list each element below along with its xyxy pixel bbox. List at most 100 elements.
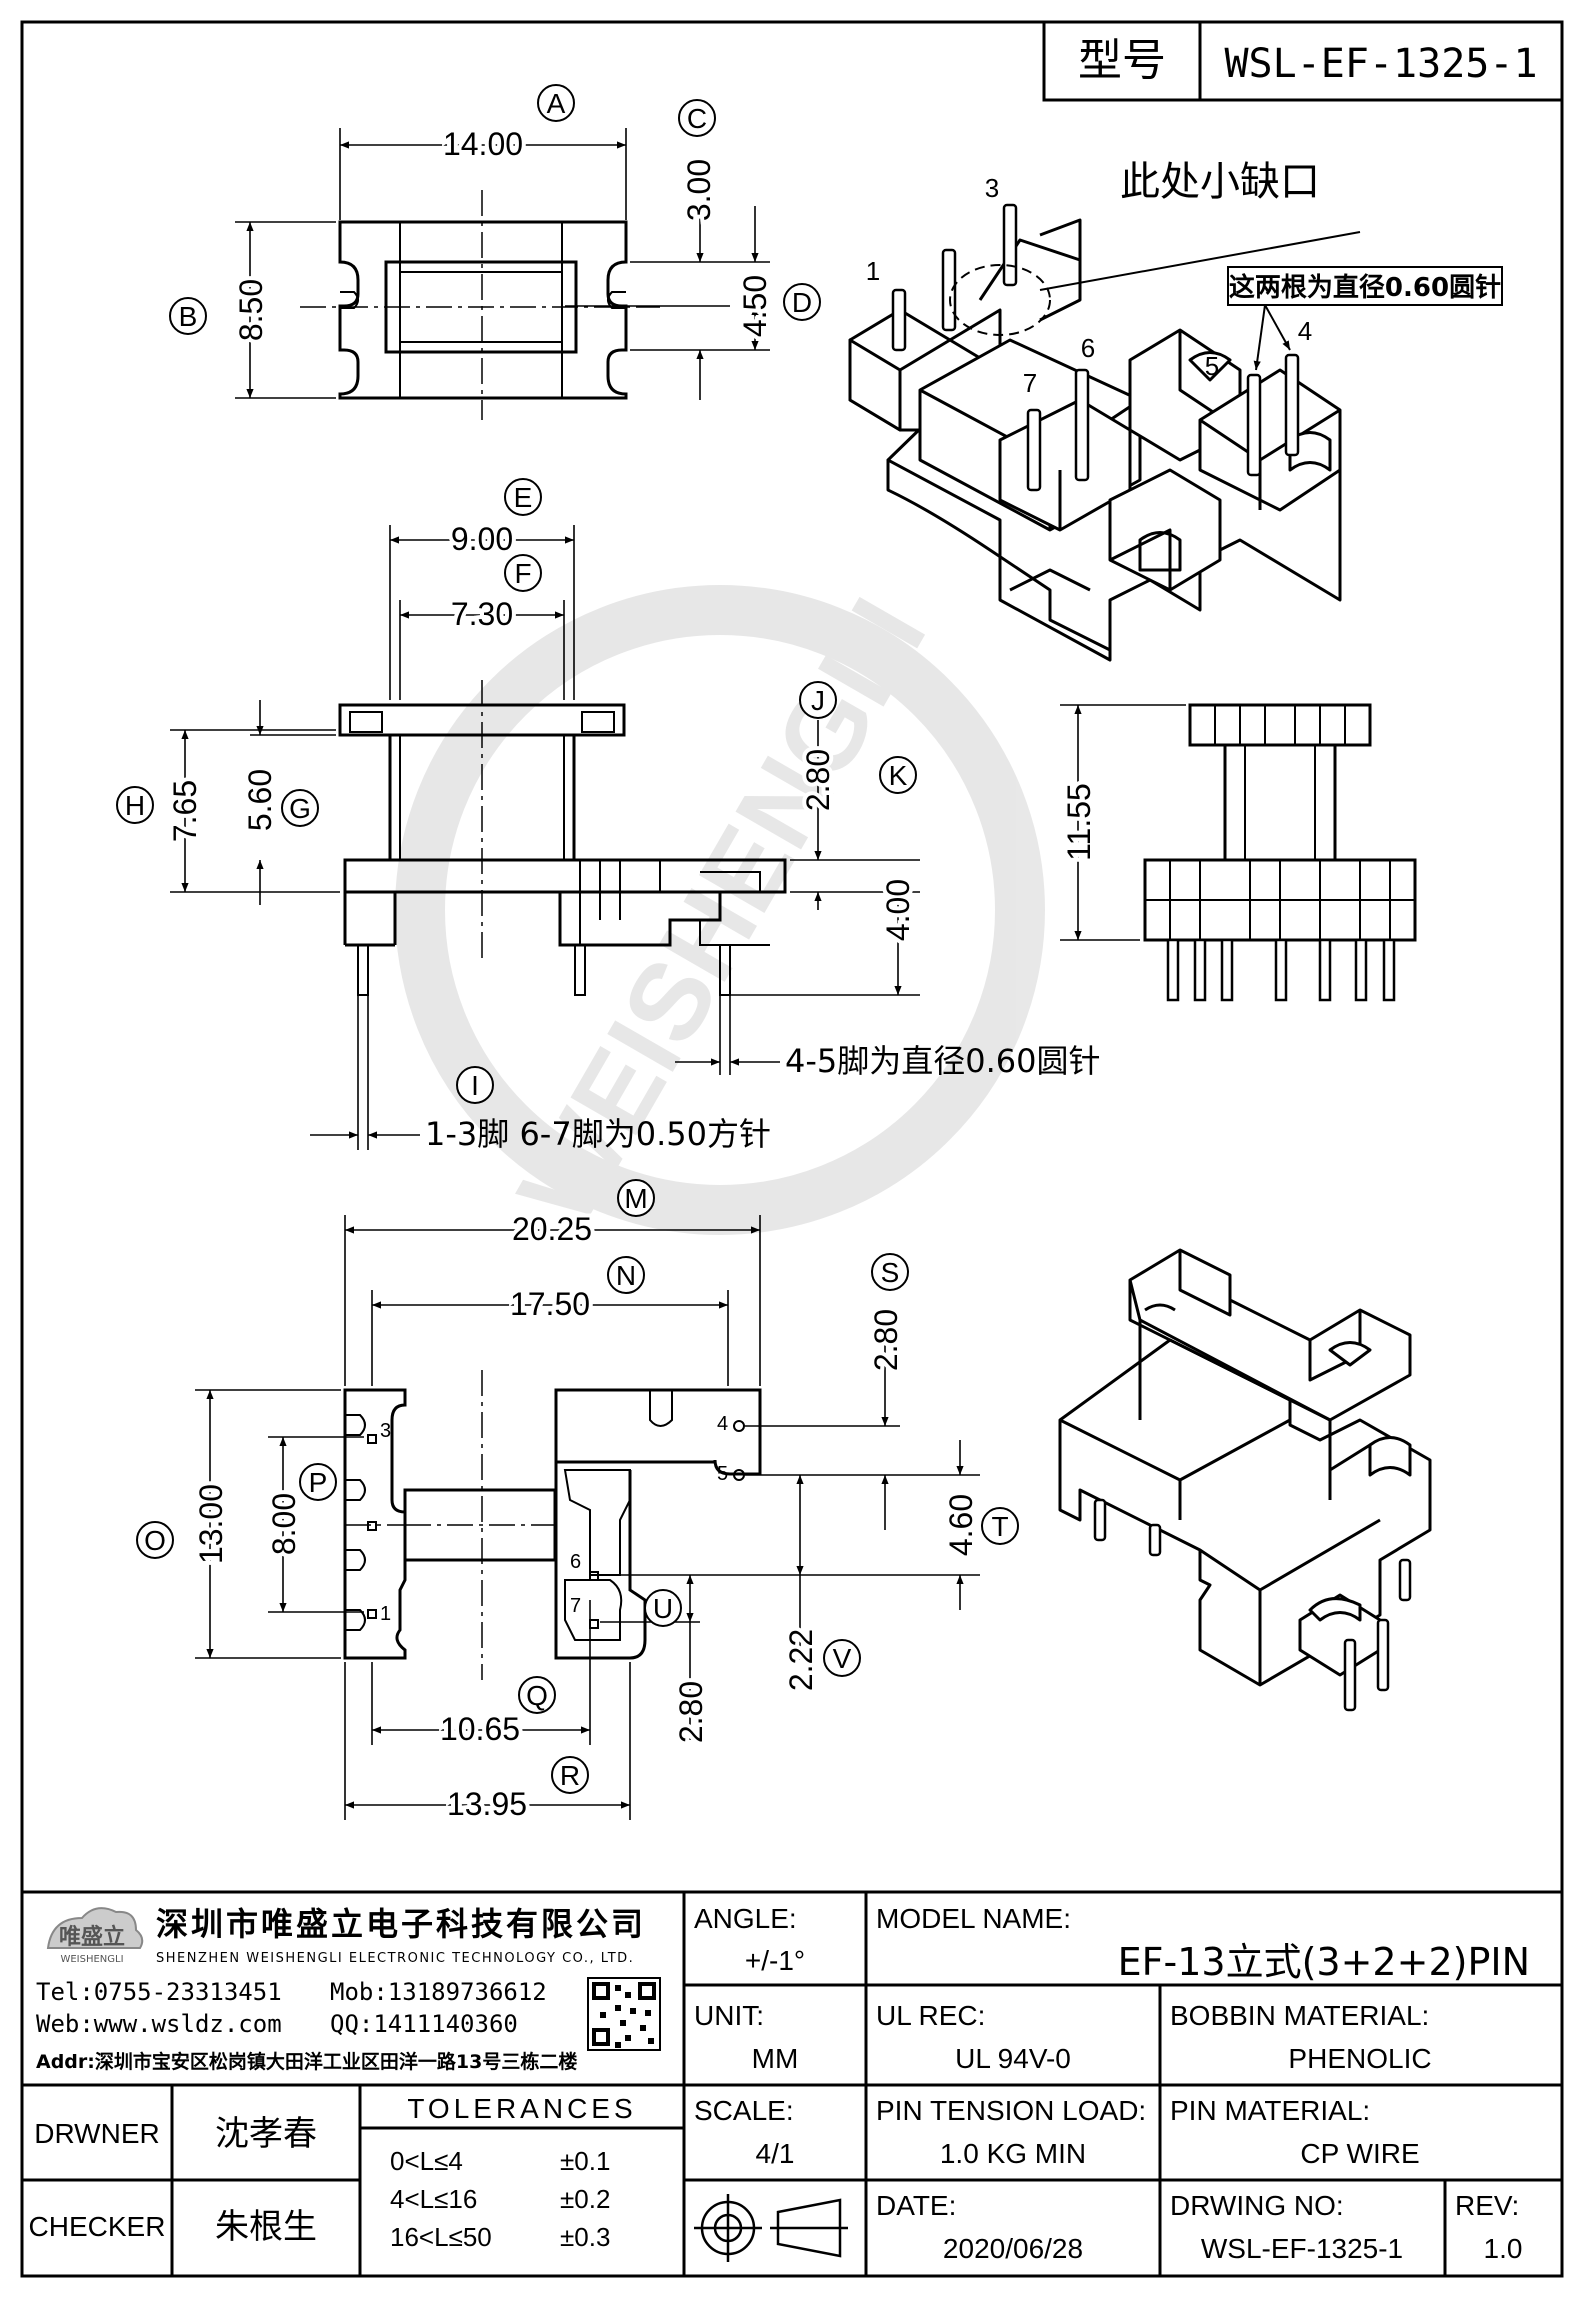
dim-height-value: 11.55	[1061, 783, 1097, 861]
model-name-value: EF-13立式(3+2+2)PIN	[1118, 1940, 1530, 1984]
dim-a-value: 14.00	[443, 126, 523, 162]
top-view-callouts: A C B D	[169, 84, 821, 335]
model-header: 型号 WSL-EF-1325-1	[1042, 20, 1564, 102]
type-label: 型号	[1078, 35, 1166, 86]
company-qq: QQ:1411140360	[330, 2010, 518, 2038]
pin-material-label: PIN MATERIAL:	[1170, 2095, 1370, 2126]
front-view-callouts: E F H G J K I	[116, 478, 917, 1104]
tol-range-3: 16<L≤50	[390, 2222, 492, 2252]
angle-value: +/-1°	[745, 1945, 805, 1976]
company-web: Web:www.wsldz.com	[36, 2010, 282, 2038]
callout-f: F	[504, 554, 542, 592]
top-view	[300, 190, 660, 420]
iso-pin-1: 1	[866, 256, 880, 286]
logo-cn: 唯盛立	[59, 1924, 125, 1950]
svg-text:D: D	[792, 287, 812, 318]
pin-tension-value: 1.0 KG MIN	[940, 2138, 1086, 2169]
unit-value: MM	[752, 2043, 799, 2074]
checker-name: 朱根生	[215, 2207, 317, 2247]
dim-q-value: 10.65	[440, 1711, 520, 1747]
rev-value: 1.0	[1484, 2233, 1523, 2264]
company-name-cn: 深圳市唯盛立电子科技有限公司	[156, 1905, 646, 1943]
bottom-pin-7: 7	[570, 1595, 581, 1617]
ul-rec-label: UL REC:	[876, 2000, 985, 2031]
dim-k-value: 4.00	[880, 879, 916, 941]
company-mob: Mob:13189736612	[330, 1978, 547, 2006]
tol-range-2: 4<L≤16	[390, 2184, 477, 2214]
side-view-dimensions	[1060, 704, 1186, 941]
callout-p: P	[299, 1463, 337, 1501]
dim-j-value: 2.80	[800, 749, 836, 811]
title-block-fields: ANGLE: +/-1° MODEL NAME: EF-13立式(3+2+2)P…	[29, 1903, 1530, 2264]
pin-material-value: CP WIRE	[1300, 2138, 1419, 2169]
bottom-view	[343, 1370, 762, 1680]
svg-text:M: M	[624, 1183, 647, 1214]
dim-s-value: 2.80	[868, 1309, 904, 1371]
bottom-pin-1: 1	[380, 1603, 391, 1625]
dim-d-value: 4.50	[737, 275, 773, 337]
callout-j: J	[799, 681, 837, 719]
date-value: 2020/06/28	[943, 2233, 1083, 2264]
dim-f-value: 7.30	[451, 596, 513, 632]
ul-rec-value: UL 94V-0	[955, 2043, 1071, 2074]
square-pin-callout: 1-3脚 6-7脚为0.50方针	[425, 1115, 771, 1153]
logo-en: WEISHENGLI	[60, 1954, 123, 1965]
callout-i: I	[456, 1066, 494, 1104]
front-view-labels: 9.00 7.30 7.65 5.60 2.80 4.00 4-5脚为直径0.6…	[163, 517, 1101, 1153]
drawer-label: DRWNER	[34, 2118, 159, 2149]
callout-o: O	[136, 1521, 174, 1559]
bottom-view-dimensions	[195, 1215, 980, 1820]
tol-range-1: 0<L≤4	[390, 2146, 463, 2176]
drawing-no-label: DRWING NO:	[1170, 2190, 1344, 2221]
dim-r-value: 13.95	[447, 1786, 527, 1822]
top-view-dimensions	[235, 128, 770, 400]
dim-u-value: 2.80	[673, 1681, 709, 1743]
dim-g-value: 5.60	[242, 769, 278, 831]
iso-pin-6: 6	[1081, 333, 1095, 363]
dim-c-value: 3.00	[681, 159, 717, 221]
projection-symbol-icon	[694, 2194, 848, 2262]
iso-view-top	[848, 218, 1342, 662]
iso-pin-5: 5	[1205, 351, 1219, 381]
iso-view-top-annotations: 此处小缺口 这两根为直径0.60圆针 1 3 4 5 6 7	[866, 159, 1503, 398]
unit-label: UNIT:	[694, 2000, 764, 2031]
callout-n: N	[607, 1256, 645, 1294]
checker-label: CHECKER	[29, 2211, 166, 2242]
svg-text:F: F	[514, 558, 531, 589]
svg-text:H: H	[125, 790, 145, 821]
iso-view-bottom	[1058, 1248, 1432, 1687]
sheet-border	[20, 20, 1564, 2278]
iso-pin-4: 4	[1298, 316, 1312, 346]
angle-label: ANGLE:	[694, 1903, 797, 1934]
svg-text:N: N	[616, 1260, 636, 1291]
top-view-labels: 14.00 8.50 3.00 4.50	[229, 122, 777, 345]
tol-value-1: ±0.1	[560, 2146, 610, 2176]
iso-view-bottom-pins	[1093, 1498, 1412, 1712]
bottom-pin-6: 6	[570, 1551, 581, 1573]
svg-text:U: U	[653, 1593, 673, 1624]
front-view-dimensions	[170, 525, 920, 1150]
bottom-view-labels: 20.25 17.50 13.00 8.00 2.80 4.60 2.80 2.…	[189, 1207, 983, 1826]
dim-p-value: 8.00	[266, 1493, 302, 1555]
svg-text:Q: Q	[526, 1680, 548, 1711]
date-label: DATE:	[876, 2190, 956, 2221]
svg-text:T: T	[991, 1511, 1008, 1542]
callout-q: Q	[518, 1676, 556, 1714]
scale-label: SCALE:	[694, 2095, 794, 2126]
svg-text:G: G	[289, 793, 311, 824]
bobbin-material-value: PHENOLIC	[1288, 2043, 1431, 2074]
callout-d: D	[783, 283, 821, 321]
callout-a: A	[537, 84, 575, 122]
round-pin-note: 这两根为直径0.60圆针	[1229, 272, 1501, 303]
callout-r: R	[551, 1756, 589, 1794]
company-block: 唯盛立 WEISHENGLI 深圳市唯盛立电子科技有限公司 SHENZHEN W…	[36, 1905, 661, 2073]
callout-v: V	[823, 1639, 861, 1677]
svg-text:J: J	[811, 685, 825, 716]
callout-e: E	[504, 478, 542, 516]
bottom-pin-5: 5	[717, 1463, 728, 1485]
svg-text:V: V	[833, 1643, 852, 1674]
model-name-label: MODEL NAME:	[876, 1903, 1071, 1934]
svg-text:K: K	[889, 760, 908, 791]
dim-n-value: 17.50	[510, 1286, 590, 1322]
